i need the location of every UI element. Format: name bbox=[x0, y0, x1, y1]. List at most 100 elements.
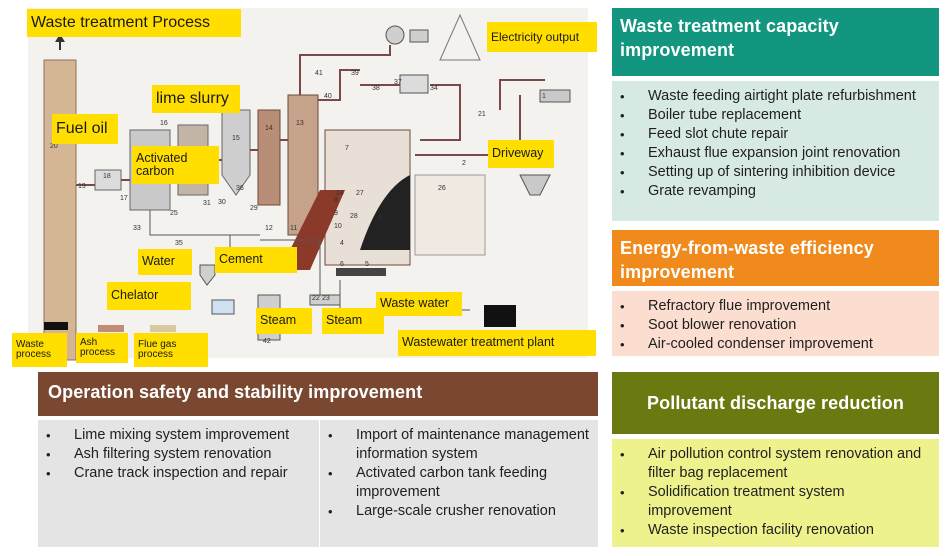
boiler-economizer bbox=[257, 109, 281, 206]
condenser bbox=[399, 74, 429, 94]
num-6: 6 bbox=[340, 261, 344, 268]
num-5: 5 bbox=[365, 261, 369, 268]
waste-water-label: Waste water bbox=[376, 292, 462, 316]
pipework bbox=[76, 45, 545, 186]
num-23: 23 bbox=[322, 295, 330, 302]
num-25: 25 bbox=[170, 210, 178, 217]
wastewater-treatment-plant-label: Wastewater treatment plant bbox=[398, 330, 596, 356]
chimney-arrow-head bbox=[55, 34, 65, 42]
capacity-list: Waste feeding airtight plate refurbishme… bbox=[612, 81, 939, 201]
legend-tan-swatch bbox=[150, 325, 176, 332]
list-item: Crane track inspection and repair bbox=[44, 464, 311, 483]
power-tower bbox=[439, 13, 481, 61]
capacity-title: Waste treatment capacity improvement bbox=[612, 8, 939, 76]
lime-slurry-label: lime slurry bbox=[152, 85, 240, 113]
ash-process-label: Ash process bbox=[76, 333, 128, 363]
num-3: 3 bbox=[378, 215, 382, 222]
num-13: 13 bbox=[296, 120, 304, 127]
num-1: 1 bbox=[542, 93, 546, 100]
process-numbers: 16 15 14 13 12 11 10 9 8 7 6 5 4 3 2 1 1… bbox=[50, 70, 546, 345]
num-17: 17 bbox=[120, 195, 128, 202]
num-18: 18 bbox=[103, 173, 111, 180]
hopper bbox=[519, 174, 551, 196]
num-15: 15 bbox=[232, 135, 240, 142]
list-item: Large-scale crusher renovation bbox=[326, 502, 590, 521]
list-item: Import of maintenance management informa… bbox=[326, 426, 590, 464]
truck bbox=[539, 89, 571, 103]
num-12: 12 bbox=[265, 225, 273, 232]
flue-gas-process-label: Flue gas process bbox=[134, 333, 208, 367]
chimney bbox=[43, 59, 77, 361]
energy-panel: Energy-from-waste efficiency improvement… bbox=[612, 230, 939, 356]
num-4: 4 bbox=[340, 240, 344, 247]
list-item: Grate revamping bbox=[618, 182, 931, 201]
num-2: 2 bbox=[462, 160, 466, 167]
num-11: 11 bbox=[290, 225, 297, 232]
list-item: Air-cooled condenser improvement bbox=[618, 335, 931, 354]
num-9: 9 bbox=[334, 210, 338, 217]
safety-list-right: Import of maintenance management informa… bbox=[320, 420, 598, 547]
list-item: Waste feeding airtight plate refurbishme… bbox=[618, 87, 931, 106]
generator bbox=[409, 29, 429, 43]
list-item: Waste inspection facility renovation bbox=[618, 521, 931, 540]
driveway-label: Driveway bbox=[488, 140, 554, 168]
capacity-body: Waste feeding airtight plate refurbishme… bbox=[612, 81, 939, 221]
list-item: Solidification treatment system improvem… bbox=[618, 483, 931, 521]
num-41: 41 bbox=[315, 70, 323, 77]
num-42: 42 bbox=[263, 338, 271, 345]
safety-body: Lime mixing system improvement Ash filte… bbox=[38, 420, 598, 547]
steam-label-1: Steam bbox=[256, 308, 312, 334]
lime-silo bbox=[221, 109, 251, 196]
cement-label: Cement bbox=[215, 247, 297, 273]
diagram-title: Waste treatment Process bbox=[27, 9, 241, 37]
num-38: 38 bbox=[372, 85, 380, 92]
chelator-tank bbox=[211, 299, 235, 315]
list-item: Lime mixing system improvement bbox=[44, 426, 311, 445]
pollutant-body: Air pollution control system renovation … bbox=[612, 439, 939, 547]
water-tank bbox=[199, 264, 216, 286]
num-29: 29 bbox=[250, 205, 258, 212]
num-40: 40 bbox=[324, 93, 332, 100]
turbine bbox=[385, 25, 405, 45]
chelator-label: Chelator bbox=[107, 282, 191, 310]
energy-title: Energy-from-waste efficiency improvement bbox=[612, 230, 939, 286]
legend-black-swatch bbox=[44, 322, 68, 330]
safety-title: Operation safety and stability improveme… bbox=[38, 372, 598, 416]
num-19: 19 bbox=[78, 183, 86, 190]
num-22: 22 bbox=[312, 295, 320, 302]
legend-red-swatch bbox=[98, 325, 124, 332]
list-item: Activated carbon tank feeding improvemen… bbox=[326, 464, 590, 502]
num-33: 33 bbox=[133, 225, 141, 232]
list-item: Soot blower renovation bbox=[618, 316, 931, 335]
num-20: 20 bbox=[50, 143, 58, 150]
pollutant-title: Pollutant discharge reduction bbox=[612, 372, 939, 434]
num-10: 10 bbox=[334, 223, 342, 230]
energy-list: Refractory flue improvement Soot blower … bbox=[612, 291, 939, 354]
electricity-output-label: Electricity output bbox=[487, 22, 597, 52]
num-37: 37 bbox=[394, 79, 402, 86]
capacity-panel: Waste treatment capacity improvement Was… bbox=[612, 8, 939, 221]
list-item: Feed slot chute repair bbox=[618, 125, 931, 144]
num-30: 30 bbox=[218, 199, 226, 206]
safety-list-left: Lime mixing system improvement Ash filte… bbox=[38, 420, 320, 547]
list-item: Boiler tube replacement bbox=[618, 106, 931, 125]
list-item: Air pollution control system renovation … bbox=[618, 445, 931, 483]
list-item: Refractory flue improvement bbox=[618, 297, 931, 316]
num-24: 24 bbox=[336, 190, 344, 197]
fuel-oil-label: Fuel oil bbox=[52, 114, 118, 144]
waste-process-label: Waste process bbox=[12, 333, 67, 367]
safety-panel: Operation safety and stability improveme… bbox=[38, 372, 598, 547]
pollutant-list: Air pollution control system renovation … bbox=[612, 439, 939, 540]
num-7: 7 bbox=[345, 145, 349, 152]
num-8: 8 bbox=[334, 197, 338, 204]
waste-pit bbox=[414, 174, 486, 256]
num-27: 27 bbox=[356, 190, 364, 197]
process-diagram: 16 15 14 13 12 11 10 9 8 7 6 5 4 3 2 1 1… bbox=[0, 0, 605, 370]
list-item: Setting up of sintering inhibition devic… bbox=[618, 163, 931, 182]
num-26: 26 bbox=[438, 185, 446, 192]
water-label: Water bbox=[138, 249, 192, 275]
num-14: 14 bbox=[265, 125, 273, 132]
activated-carbon-label: Activated carbon bbox=[132, 146, 219, 184]
num-28: 28 bbox=[350, 213, 358, 220]
ash-conveyor bbox=[336, 268, 386, 276]
